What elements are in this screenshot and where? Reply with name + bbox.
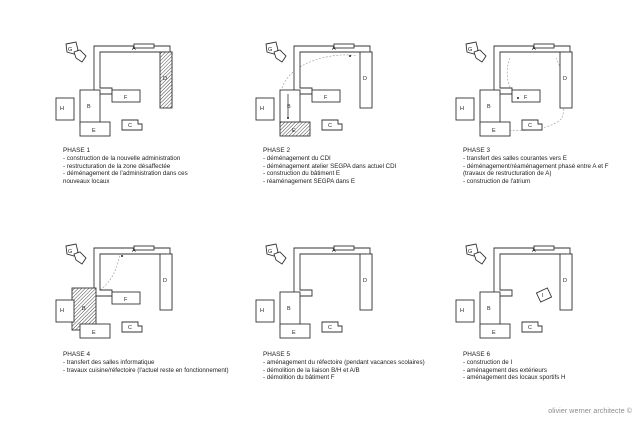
svg-text:A: A [132,248,136,254]
svg-text:D: D [163,278,167,284]
svg-text:G: G [268,47,272,53]
caption-phase-3: PHASE 3 - transfert des salles courantes… [463,147,609,185]
plan-phase-4: G A D H B F E C [52,240,222,345]
svg-text:C: C [128,325,132,331]
plan-phase-6: G A D H B E C I [452,240,622,345]
label-f: F [124,95,128,101]
svg-text:F: F [124,297,128,303]
building-i-new [535,287,553,303]
svg-text:H: H [460,308,464,314]
svg-text:H: H [60,308,64,314]
svg-text:B: B [287,104,291,110]
plan-phase-1: G A D H B F E C [52,38,222,143]
label-c: C [128,123,132,129]
svg-text:F: F [524,95,528,101]
label-b: B [87,104,91,110]
svg-text:D: D [363,278,367,284]
caption-phase-6: PHASE 6 - construction de I - aménagemen… [463,351,566,382]
svg-text:B: B [82,306,86,312]
caption-phase-2: PHASE 2 - déménagement du CDI - déménage… [263,147,397,185]
phase-line: - déménagement de l'administration dans … [63,170,188,185]
building-a-top [133,43,155,49]
building-b-works [71,287,97,331]
phase-title: PHASE 1 [63,147,90,154]
building-e [79,121,111,137]
svg-text:B: B [487,104,491,110]
label-a: A [132,46,136,52]
svg-text:A: A [332,46,336,52]
svg-text:C: C [328,123,332,129]
svg-text:G: G [468,249,472,255]
building-g2 [73,49,87,63]
svg-text:H: H [260,106,264,112]
caption-phase-5: PHASE 5 - aménagement du réfectoire (pen… [263,351,425,382]
svg-text:C: C [528,123,532,129]
svg-text:C: C [328,325,332,331]
svg-text:H: H [260,308,264,314]
svg-text:D: D [563,76,567,82]
svg-text:E: E [492,330,496,336]
label-i: I [542,293,544,299]
svg-text:E: E [492,128,496,134]
svg-text:E: E [292,128,296,134]
svg-text:G: G [268,249,272,255]
label-d: D [163,76,167,82]
label-e: E [92,128,96,134]
svg-text:D: D [563,278,567,284]
building-h [55,97,75,121]
caption-phase-1: PHASE 1 - construction de la nouvelle ad… [63,147,233,185]
caption-phase-4: PHASE 4 - transfert des salles informati… [63,351,229,374]
building-e-new [279,121,311,137]
svg-text:E: E [292,330,296,336]
architect-credit: olivier werner architecte © [548,408,632,415]
svg-text:B: B [287,306,291,312]
svg-text:H: H [460,106,464,112]
building-f [111,89,141,103]
phase-line: - restructuration de la zone désaffectée [63,162,171,170]
phase-line: - construction de la nouvelle administra… [63,155,181,163]
label-g: G [68,47,72,53]
svg-text:C: C [528,325,532,331]
svg-text:D: D [363,76,367,82]
svg-text:A: A [332,248,336,254]
building-c [121,119,143,131]
svg-text:E: E [92,330,96,336]
svg-text:F: F [324,95,328,101]
plan-phase-5: G A D H B E C [252,240,422,345]
svg-text:G: G [68,249,72,255]
new-administration [159,51,173,109]
label-h: H [60,106,64,112]
plan-phase-2: G A D H B F E C [252,38,422,143]
svg-text:G: G [468,47,472,53]
svg-text:A: A [532,248,536,254]
plan-phase-3: G A D H B F E C [452,38,622,143]
svg-text:B: B [487,306,491,312]
svg-text:A: A [532,46,536,52]
